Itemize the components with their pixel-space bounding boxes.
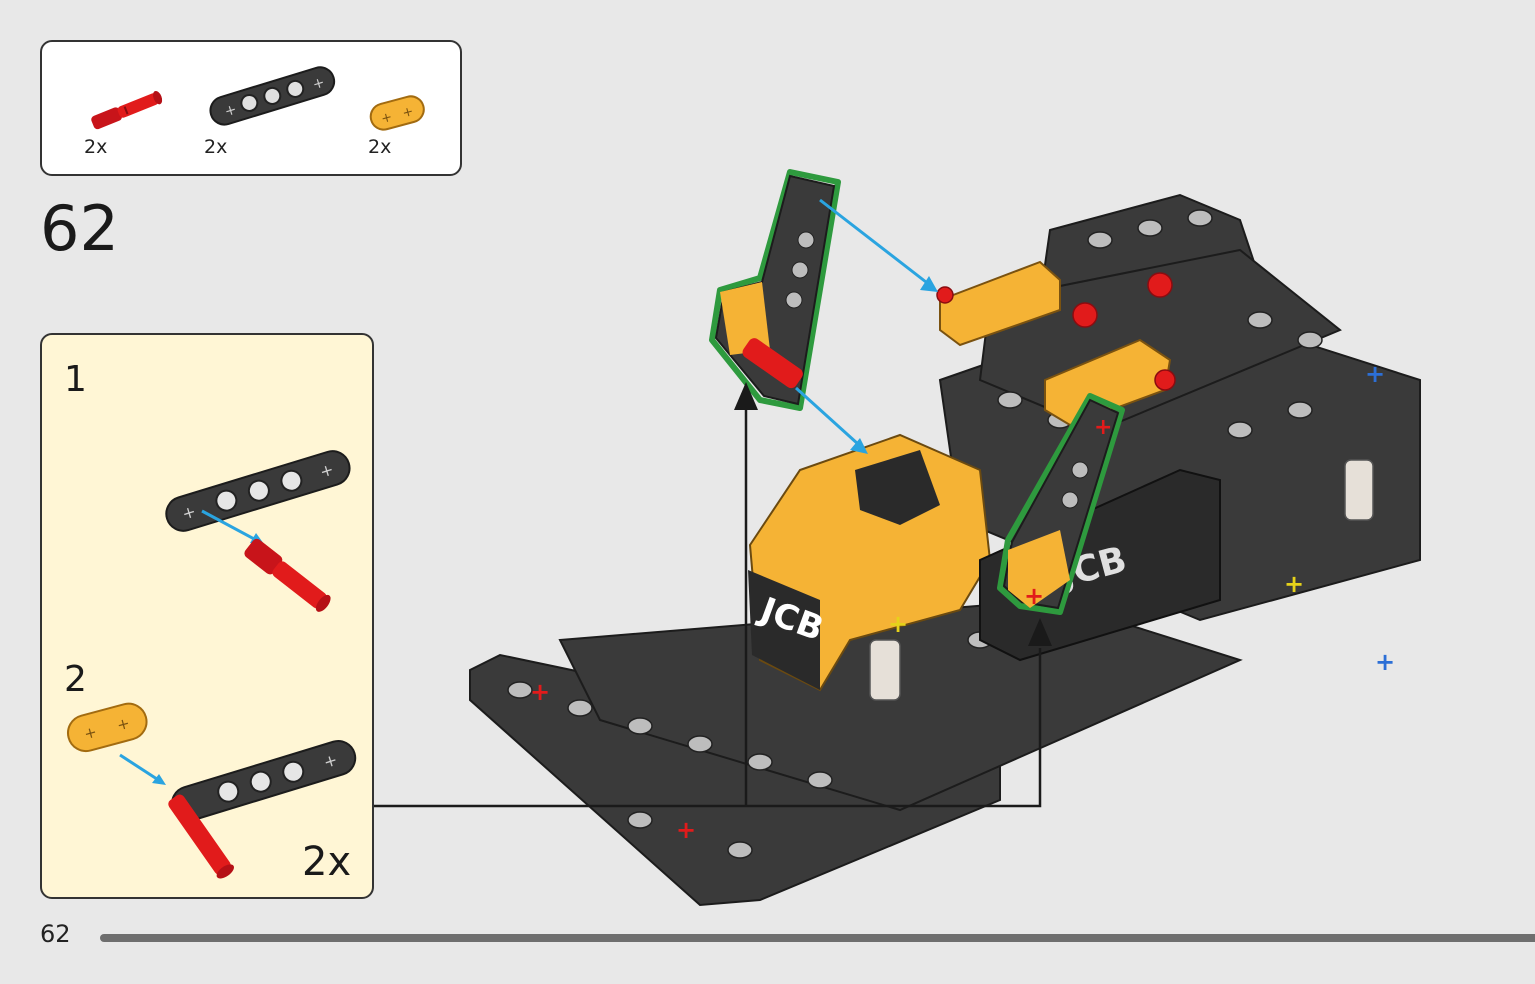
new-subassembly-top bbox=[709, 169, 841, 411]
svg-text:+: + bbox=[401, 104, 415, 121]
substep-multiplier: 2x bbox=[302, 839, 352, 885]
svg-text:+: + bbox=[1365, 360, 1385, 388]
part-qty-label: 2x bbox=[204, 136, 228, 158]
beam-holes bbox=[507, 209, 1323, 859]
part-qty-label: 2x bbox=[84, 136, 108, 158]
svg-text:+: + bbox=[223, 101, 239, 120]
svg-text:+: + bbox=[82, 723, 99, 744]
svg-text:+: + bbox=[317, 459, 335, 481]
model-red-pins bbox=[936, 272, 1176, 391]
substep1-assembly-illustration: + + bbox=[165, 450, 351, 612]
svg-text:+: + bbox=[180, 502, 198, 524]
axle-markers: + + + + + + bbox=[530, 360, 1395, 844]
svg-text:+: + bbox=[311, 75, 327, 94]
substep-callout: 1 + + 2 + + + bbox=[40, 333, 374, 899]
side-panel: JCB bbox=[979, 468, 1221, 662]
progress-bar-fill bbox=[100, 934, 1535, 942]
svg-text:+: + bbox=[1024, 582, 1044, 610]
svg-text:+: + bbox=[888, 610, 908, 638]
red-pin-part-icon bbox=[91, 90, 163, 130]
svg-text:+: + bbox=[530, 678, 550, 706]
shock-springs bbox=[869, 459, 1374, 701]
grey-beam-part-icon: + + bbox=[209, 66, 336, 126]
placement-arrows bbox=[794, 198, 938, 454]
cab-body: JCB bbox=[748, 433, 992, 692]
svg-text:+: + bbox=[321, 750, 339, 772]
part-qty-label: 2x bbox=[368, 136, 392, 158]
svg-text:+: + bbox=[115, 714, 132, 735]
new-subassembly-bottom: + + bbox=[997, 393, 1125, 615]
substep2-assembly-illustration: + + + bbox=[67, 702, 357, 879]
callout-connector bbox=[374, 406, 1042, 808]
substep-number: 2 bbox=[64, 659, 87, 700]
callout-arrowheads bbox=[734, 382, 1052, 646]
svg-text:+: + bbox=[1284, 570, 1304, 598]
svg-text:+: + bbox=[1094, 415, 1112, 440]
svg-text:+: + bbox=[676, 816, 696, 844]
svg-text:+: + bbox=[1375, 648, 1395, 676]
step-number: 62 bbox=[40, 192, 119, 265]
substep-number: 1 bbox=[64, 359, 87, 400]
page-number: 62 bbox=[40, 920, 71, 948]
progress-bar bbox=[100, 934, 1535, 942]
orange-connector-part-icon: + + bbox=[369, 95, 425, 131]
parts-list-box: 2x + + 2x + + 2x bbox=[40, 40, 462, 176]
svg-text:+: + bbox=[380, 110, 394, 127]
